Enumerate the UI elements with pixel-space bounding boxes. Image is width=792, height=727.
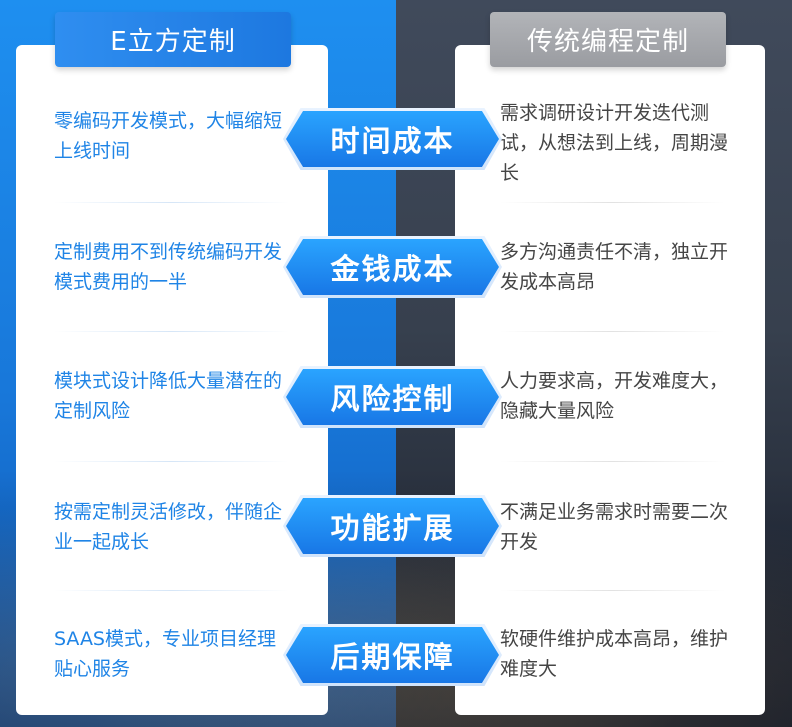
- row-1-left-text: 零编码开发模式，大幅缩短上线时间: [54, 110, 283, 162]
- row-1-right-divider: [500, 202, 725, 203]
- row-1-badge: 时间成本: [283, 108, 502, 170]
- row-3-right-text: 人力要求高，开发难度大，隐藏大量风险: [500, 370, 729, 422]
- e-cube-card: [16, 45, 328, 715]
- row-5-badge: 后期保障: [283, 624, 502, 686]
- e-cube-header: E立方定制: [55, 12, 291, 67]
- row-2-badge: 金钱成本: [283, 236, 502, 298]
- row-3-left-divider: [54, 461, 289, 462]
- row-5-left-text: SAAS模式，专业项目经理贴心服务: [54, 628, 276, 680]
- row-3-left-text: 模块式设计降低大量潜在的定制风险: [54, 370, 283, 422]
- row-3-right-divider: [500, 461, 725, 462]
- row-1-right-text: 需求调研设计开发迭代测试，从想法到上线，周期漫长: [500, 102, 729, 184]
- row-4-badge: 功能扩展: [283, 495, 502, 557]
- row-3-badge-label: 风险控制: [286, 369, 499, 425]
- row-4-left-divider: [54, 590, 289, 591]
- row-2-badge-label: 金钱成本: [286, 239, 499, 295]
- row-2-right-text: 多方沟通责任不清，独立开发成本高昂: [500, 241, 729, 293]
- row-2-left-text: 定制费用不到传统编码开发模式费用的一半: [54, 241, 283, 293]
- row-4-left-text: 按需定制灵活修改，伴随企业一起成长: [54, 501, 283, 553]
- row-4-right-text: 不满足业务需求时需要二次开发: [500, 501, 729, 553]
- traditional-card: [455, 45, 765, 715]
- row-4-right-divider: [500, 590, 725, 591]
- row-5-badge-label: 后期保障: [286, 627, 499, 683]
- row-2-left-divider: [54, 331, 289, 332]
- row-1-badge-label: 时间成本: [286, 111, 499, 167]
- row-2-right-divider: [500, 331, 725, 332]
- row-3-badge: 风险控制: [283, 366, 502, 428]
- row-5-right-text: 软硬件维护成本高昂，维护难度大: [500, 628, 729, 680]
- row-1-left-divider: [54, 202, 289, 203]
- traditional-header: 传统编程定制: [490, 12, 726, 67]
- row-4-badge-label: 功能扩展: [286, 498, 499, 554]
